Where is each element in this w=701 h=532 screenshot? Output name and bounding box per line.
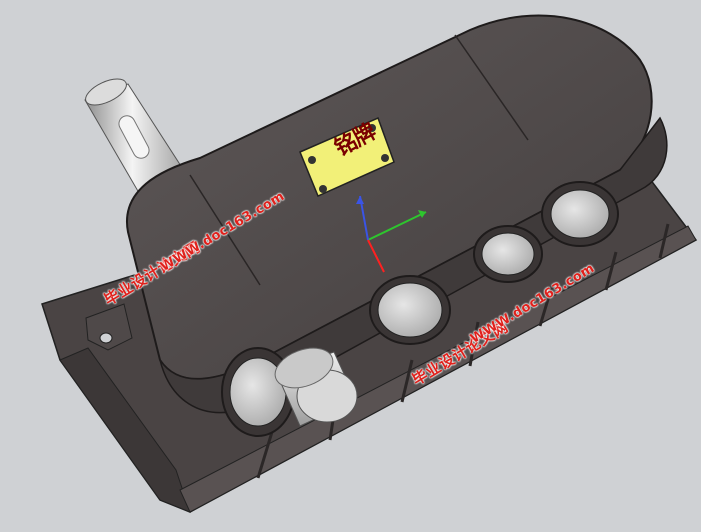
coordinate-triad	[356, 195, 427, 273]
nameplate	[299, 116, 395, 198]
housing-cover	[125, 14, 668, 414]
output-shaft	[274, 347, 358, 427]
